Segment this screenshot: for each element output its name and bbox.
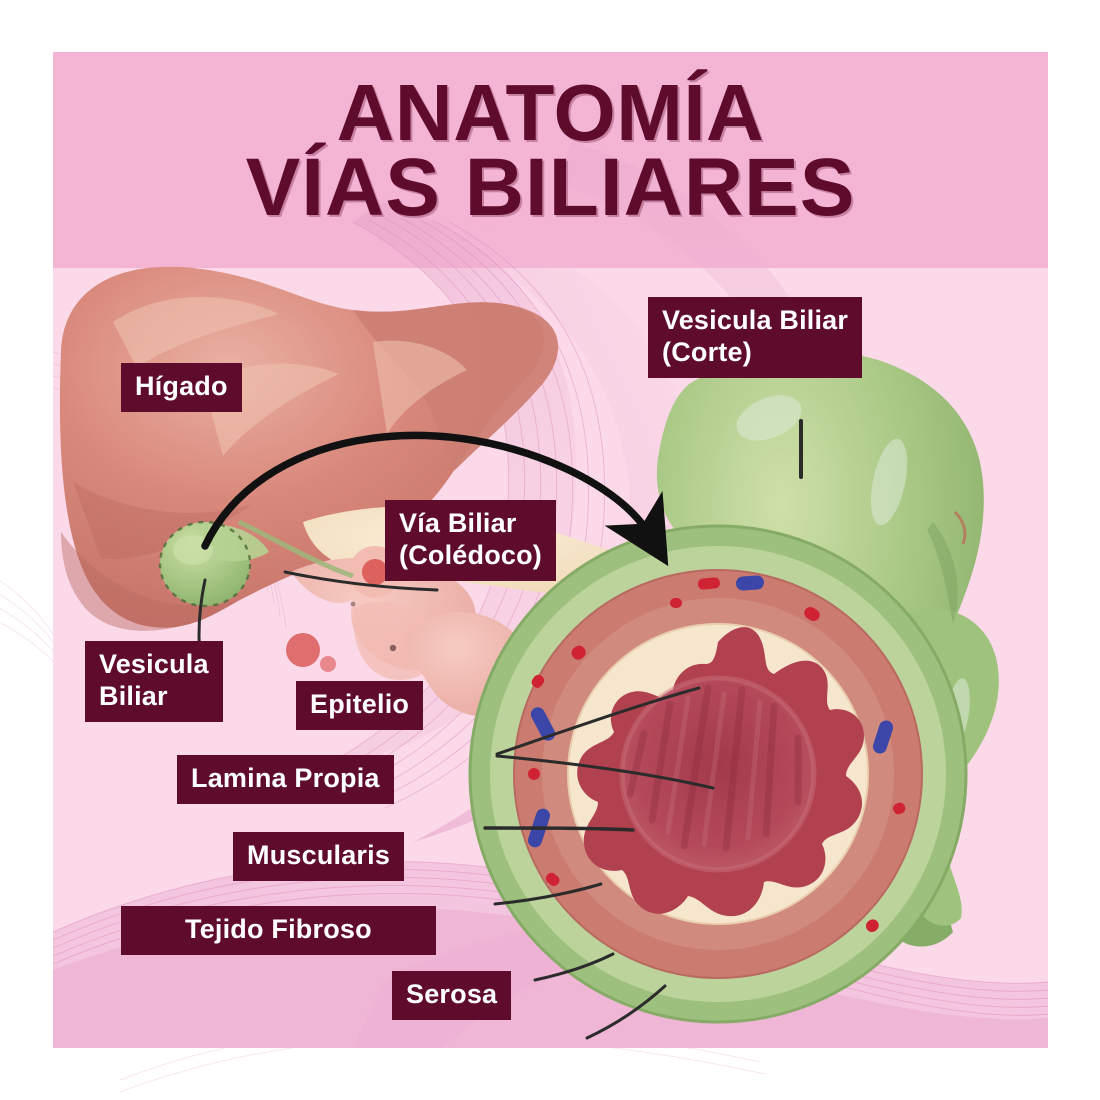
label-vesicula-biliar[interactable]: Vesicula Biliar [85, 641, 223, 722]
leader-muscularis [493, 882, 603, 906]
gallbladder-cross-section [468, 524, 968, 1024]
label-higado[interactable]: Hígado [121, 363, 242, 412]
gallbladder-large-illustration [656, 350, 999, 947]
label-lamina-propia[interactable]: Lamina Propia [177, 755, 394, 804]
title-line-2: VÍAS BILIARES [245, 141, 856, 233]
page-title: ANATOMÍA VÍAS BILIARES [53, 68, 1048, 233]
vessels [527, 575, 906, 933]
poster-panel: ANATOMÍA VÍAS BILIARES [53, 52, 1048, 1048]
leader-epitelio-b [495, 754, 715, 790]
label-muscularis[interactable]: Muscularis [233, 832, 405, 881]
label-vesicula-biliar-corte[interactable]: Vesicula Biliar (Corte) [648, 297, 863, 378]
label-tejido-fibroso[interactable]: Tejido Fibroso [121, 906, 436, 955]
leader-serosa [585, 984, 667, 1040]
leader-tejido-fibroso [533, 952, 615, 982]
label-epitelio[interactable]: Epitelio [296, 681, 424, 730]
label-serosa[interactable]: Serosa [392, 971, 512, 1020]
title-line-1: ANATOMÍA [336, 68, 765, 157]
leader-lamina-propia [483, 826, 635, 832]
label-via-biliar-coledoco[interactable]: Vía Biliar (Colédoco) [385, 500, 556, 581]
gallbladder-small-illustration [158, 520, 269, 608]
leader-epitelio-a [495, 686, 701, 756]
